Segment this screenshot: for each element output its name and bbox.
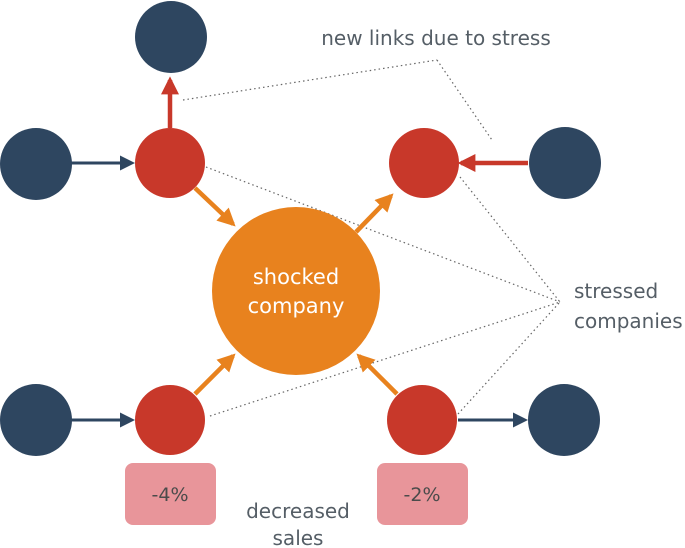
annotation-leader-lines [182, 59, 561, 417]
company-node-left-bottom [0, 384, 72, 456]
arrow-stressed-top-left-to-center [193, 186, 236, 227]
annotation-decreased-line1: decreased [246, 499, 350, 523]
annotation-stressed-line1: stressed [574, 279, 658, 303]
arrow-center-to-stressed-top-right [354, 193, 394, 234]
company-node-left-top [0, 128, 72, 200]
sales-badges: -4% -2% [125, 463, 468, 525]
shocked-company-node [212, 207, 380, 375]
badge-right [377, 463, 468, 525]
badge-right-value: -2% [404, 484, 441, 506]
company-node-right-top [529, 127, 601, 199]
stressed-company-bottom-right [387, 385, 457, 455]
leader-new-links-right [436, 59, 493, 141]
leader-stressed-top-left [205, 166, 561, 303]
arrow-stressed-bottom-right-to-center [356, 353, 399, 396]
shocked-company-label-line1: shocked [253, 265, 339, 289]
leader-stressed-bottom-right [457, 301, 561, 415]
annotation-new-links: new links due to stress [321, 26, 551, 50]
leader-stressed-bottom-left [209, 301, 561, 417]
stressed-company-top-right [389, 128, 459, 198]
shocked-company-label-line2: company [248, 294, 345, 318]
annotation-stressed-line2: companies [574, 309, 683, 333]
badge-left-value: -4% [152, 484, 189, 506]
nodes [0, 1, 601, 456]
annotation-decreased-line2: sales [273, 526, 324, 548]
stressed-company-bottom-left [135, 385, 205, 455]
company-node-right-bottom [528, 384, 600, 456]
company-node-top [135, 1, 207, 73]
badge-left [125, 463, 216, 525]
leader-new-links-left [182, 59, 438, 101]
arrow-stressed-bottom-left-to-center [193, 353, 236, 396]
stressed-company-top-left [135, 128, 205, 198]
arrows [69, 76, 528, 428]
